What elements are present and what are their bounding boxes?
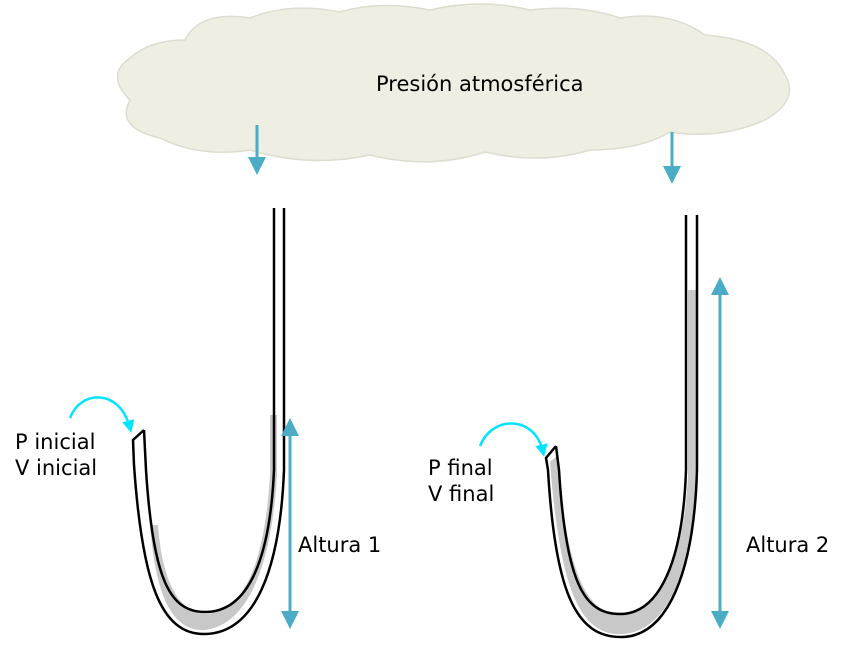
left-tube-outer-wall: [131, 208, 286, 636]
right-tube-inner-wall: [554, 215, 688, 616]
left-pressure-label: P inicial: [15, 430, 96, 454]
cloud-label: Presión atmosférica: [376, 72, 584, 96]
height-2-label: Altura 2: [746, 533, 830, 557]
right-tube-outer-wall: [544, 215, 699, 639]
left-volume-label: V inicial: [15, 456, 98, 480]
left-j-tube: [131, 208, 286, 636]
atmosphere-cloud: [116, 3, 791, 163]
right-volume-label: V final: [428, 482, 495, 506]
left-curved-arrow: [68, 396, 135, 433]
height-1-label: Altura 1: [298, 533, 382, 557]
right-mercury-column: [550, 290, 696, 635]
right-j-tube: [544, 215, 699, 639]
cloud-shape: [116, 3, 791, 163]
left-tube-inner-wall: [142, 208, 276, 614]
right-pressure-label: P final: [428, 456, 493, 480]
right-curved-arrow: [478, 422, 548, 457]
